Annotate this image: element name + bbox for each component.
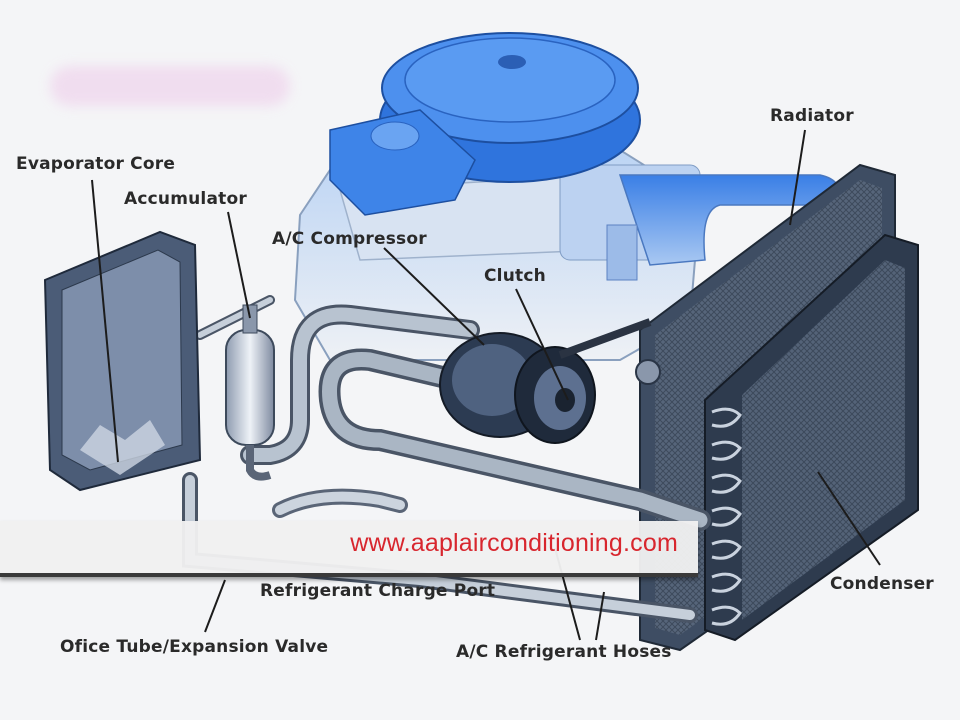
label-refrigerant-charge-port: Refrigerant Charge Port — [260, 581, 496, 601]
label-orifice-tube: Ofice Tube/Expansion Valve — [60, 637, 329, 657]
ac-compressor — [439, 318, 652, 444]
label-clutch: Clutch — [484, 266, 546, 286]
label-accumulator: Accumulator — [124, 189, 247, 209]
evaporator-core — [43, 230, 202, 492]
label-refrigerant-hoses: A/C Refrigerant Hoses — [456, 642, 672, 662]
leader-lines — [91, 129, 881, 641]
label-radiator: Radiator — [770, 106, 854, 126]
air-cleaner — [329, 32, 641, 216]
label-ac-compressor: A/C Compressor — [272, 229, 427, 249]
label-condenser: Condenser — [830, 574, 934, 594]
watermark-banner: www.aaplairconditioning.com — [0, 521, 698, 577]
condenser — [704, 233, 919, 642]
watermark-url: www.aaplairconditioning.com — [350, 529, 678, 557]
label-evaporator-core: Evaporator Core — [16, 154, 176, 174]
accumulator — [225, 304, 275, 481]
blurred-logo-mark — [50, 66, 290, 106]
